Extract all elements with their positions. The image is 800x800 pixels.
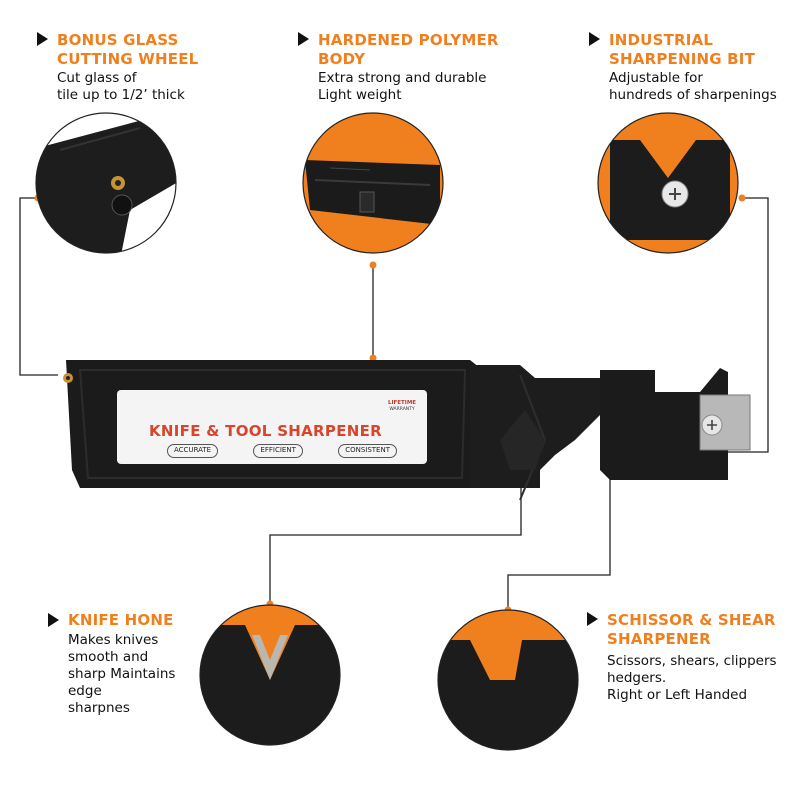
scissor-desc-line1: Scissors, shears, clippers xyxy=(607,653,777,669)
product-label: LIFETIME WARRANTY KNIFE & TOOL SHARPENER… xyxy=(117,390,427,464)
callout-dot xyxy=(369,261,377,269)
scissor-title-line1: SCHISSOR & SHEAR xyxy=(607,611,776,629)
glass-title-line1: BONUS GLASS xyxy=(57,31,179,49)
hone-title: KNIFE HONE xyxy=(68,611,174,629)
bullet-arrow-icon xyxy=(589,32,600,46)
bit-desc-line2: hundreds of sharpenings xyxy=(609,87,777,103)
feature-pill: EFFICIENT xyxy=(253,444,303,458)
bit-desc-line1: Adjustable for xyxy=(609,70,703,86)
callout-dot xyxy=(738,194,746,202)
feature-pill: CONSISTENT xyxy=(338,444,397,458)
bullet-arrow-icon xyxy=(298,32,309,46)
product-name: KNIFE & TOOL SHARPENER xyxy=(149,422,382,440)
hone-desc-line: smooth and xyxy=(68,649,149,665)
glass-desc-line2: tile up to 1/2’ thick xyxy=(57,87,185,103)
callout-dot xyxy=(369,354,377,362)
feature-pill: ACCURATE xyxy=(167,444,219,458)
warranty-badge: LIFETIME WARRANTY xyxy=(387,400,417,416)
hone-desc-line: edge xyxy=(68,683,102,699)
hone-desc-line: sharp Maintains xyxy=(68,666,176,682)
bullet-arrow-icon xyxy=(48,613,59,627)
glass-title-line2: CUTTING WHEEL xyxy=(57,50,199,68)
bit-title-line1: INDUSTRIAL xyxy=(609,31,714,49)
scissor-desc-line2: hedgers. xyxy=(607,670,667,686)
bullet-arrow-icon xyxy=(37,32,48,46)
scissor-title-line2: SHARPENER xyxy=(607,630,711,648)
polymer-title-line1: HARDENED POLYMER xyxy=(318,31,499,49)
bit-title-line2: SHARPENING BIT xyxy=(609,50,756,68)
hone-desc-line: Makes knives xyxy=(68,632,159,648)
polymer-desc-line1: Extra strong and durable xyxy=(318,70,487,86)
bullet-arrow-icon xyxy=(587,612,598,626)
warranty-badge-line1: LIFETIME xyxy=(387,400,417,406)
polymer-title-line2: BODY xyxy=(318,50,366,68)
scissor-desc-line3: Right or Left Handed xyxy=(607,687,748,703)
polymer-desc-line2: Light weight xyxy=(318,87,402,103)
warranty-badge-line2: WARRANTY xyxy=(389,407,415,412)
hone-desc-line: sharpnes xyxy=(68,700,130,716)
feature-pill-row: ACCURATE EFFICIENT CONSISTENT xyxy=(167,444,397,458)
glass-desc-line1: Cut glass of xyxy=(57,70,137,86)
